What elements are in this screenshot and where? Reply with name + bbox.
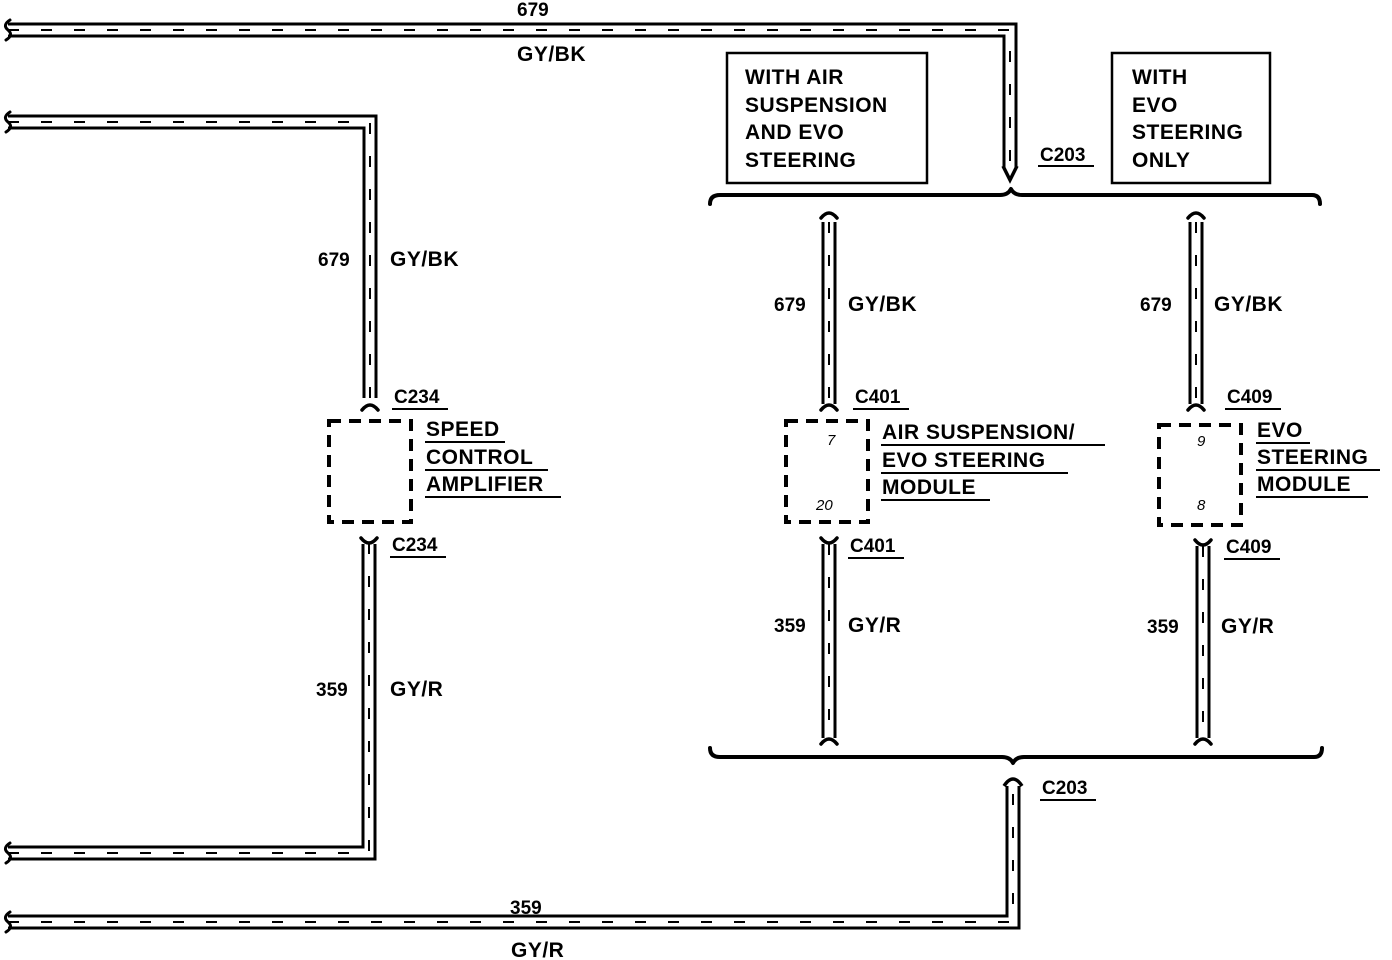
component-label-line: EVO [1257,419,1303,442]
component-label-line: AIR SUSPENSION/ [882,421,1075,444]
connector-label: C203 [1040,145,1085,166]
pin-number: 8 [1197,497,1206,514]
note-line: ONLY [1132,149,1190,172]
wire-break-icon [3,841,13,865]
top-option-bracket [708,187,1322,206]
note-line: STEERING [745,149,856,172]
note-line: SUSPENSION [745,94,888,117]
circuit-number-label: 679 [318,250,350,271]
connector-label: C401 [855,387,901,408]
note-air-suspension-evo: WITH AIR SUSPENSION AND EVO STEERING [725,51,929,185]
terminal-icon [819,403,839,412]
circuit-number-label: 359 [316,680,348,701]
terminal-icon [360,403,380,412]
wire-color-label: GY/R [1221,615,1274,638]
connector-label: C234 [392,535,438,556]
wire-679-speed-control [8,114,378,398]
speed-control-amplifier-label: SPEED CONTROL AMPLIFIER [425,418,561,498]
terminal-icon [819,536,839,545]
wire-break-icon [3,18,13,42]
air-evo-module-label: AIR SUSPENSION/ EVO STEERING MODULE [881,421,1105,501]
wire-color-label: GY/R [511,939,564,960]
wire-color-label: GY/BK [517,43,586,66]
note-line: EVO [1132,94,1178,117]
circuit-number-label: 359 [774,616,806,637]
connector-label: C409 [1227,387,1272,408]
component-label-line: AMPLIFIER [426,473,544,496]
c203-arrow-up-icon [1002,777,1024,788]
component-label-line: EVO STEERING [882,449,1046,472]
circuit-number-label: 679 [517,0,549,21]
wire-color-label: GY/R [848,614,901,637]
note-line: AND EVO [745,121,844,144]
note-line: WITH [1132,66,1188,89]
note-line: STEERING [1132,121,1243,144]
wire-color-label: GY/BK [1214,293,1283,316]
pin-number: 7 [827,432,836,449]
component-label-line: STEERING [1257,446,1368,469]
evo-module-label: EVO STEERING MODULE [1256,419,1380,498]
component-label-line: SPEED [426,418,500,441]
pin-number: 9 [1197,433,1206,450]
pin-number: 20 [815,497,833,514]
wire-break-icon [3,110,13,134]
terminal-icon [1193,737,1213,746]
terminal-icon [1186,403,1206,412]
connector-label: C401 [850,536,896,557]
wire-color-label: GY/R [390,678,443,701]
note-line: WITH AIR [745,66,844,89]
terminal-icon [1186,211,1206,220]
terminal-icon [819,737,839,746]
note-evo-steering-only: WITH EVO STEERING ONLY [1110,51,1272,185]
terminal-icon [359,536,379,545]
circuit-number-label: 359 [1147,617,1179,638]
wire-679-top-run [8,22,1018,168]
circuit-number-label: 679 [1140,295,1172,316]
wire-break-icon [3,910,13,934]
wire-359-speed-control [8,544,377,861]
component-label-line: MODULE [882,476,976,499]
evo-module-box [1157,423,1243,527]
terminal-icon [819,211,839,220]
circuit-number-label: 359 [510,898,542,919]
terminal-icon [1193,538,1213,547]
wire-color-label: GY/BK [390,248,459,271]
wire-359-bottom-run [8,786,1021,930]
connector-label: C234 [394,387,440,408]
circuit-number-label: 679 [774,295,806,316]
air-evo-module-box [784,419,870,524]
component-label-line: MODULE [1257,473,1351,496]
c203-arrow-down-icon [1001,165,1019,184]
connector-label: C409 [1226,537,1271,558]
wire-color-label: GY/BK [848,293,917,316]
connector-label: C203 [1042,778,1087,799]
speed-control-amplifier-box [327,419,413,524]
bottom-option-bracket [708,746,1324,765]
component-label-line: CONTROL [426,446,533,469]
